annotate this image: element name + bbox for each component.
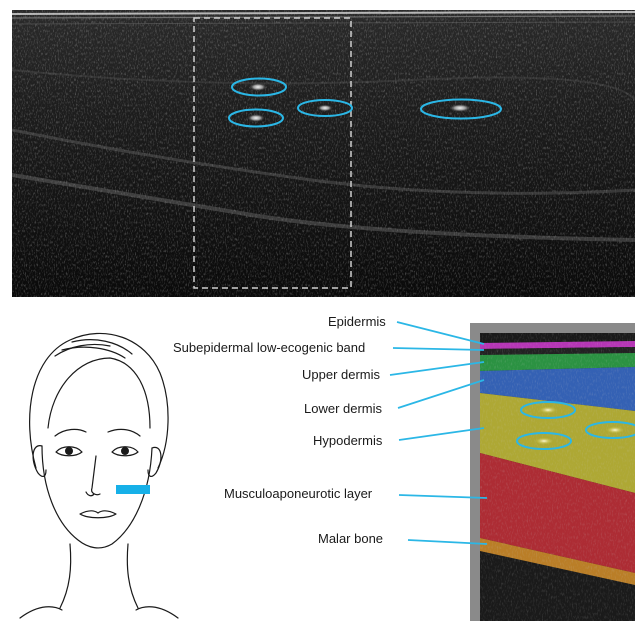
ultrasound-image [12, 10, 635, 297]
label-hypodermis: Hypodermis [313, 433, 382, 449]
label-malar-bone: Malar bone [318, 531, 383, 547]
label-upper-dermis: Upper dermis [302, 367, 380, 383]
label-lower-dermis: Lower dermis [304, 401, 382, 417]
probe-position-marker [116, 485, 150, 494]
label-musculoaponeurotic: Musculoaponeurotic layer [224, 486, 372, 502]
layered-ultrasound-inset [470, 323, 635, 621]
label-epidermis: Epidermis [328, 314, 386, 330]
face-icon [0, 318, 190, 621]
label-subepidermal-band: Subepidermal low-ecogenic band [173, 340, 365, 356]
